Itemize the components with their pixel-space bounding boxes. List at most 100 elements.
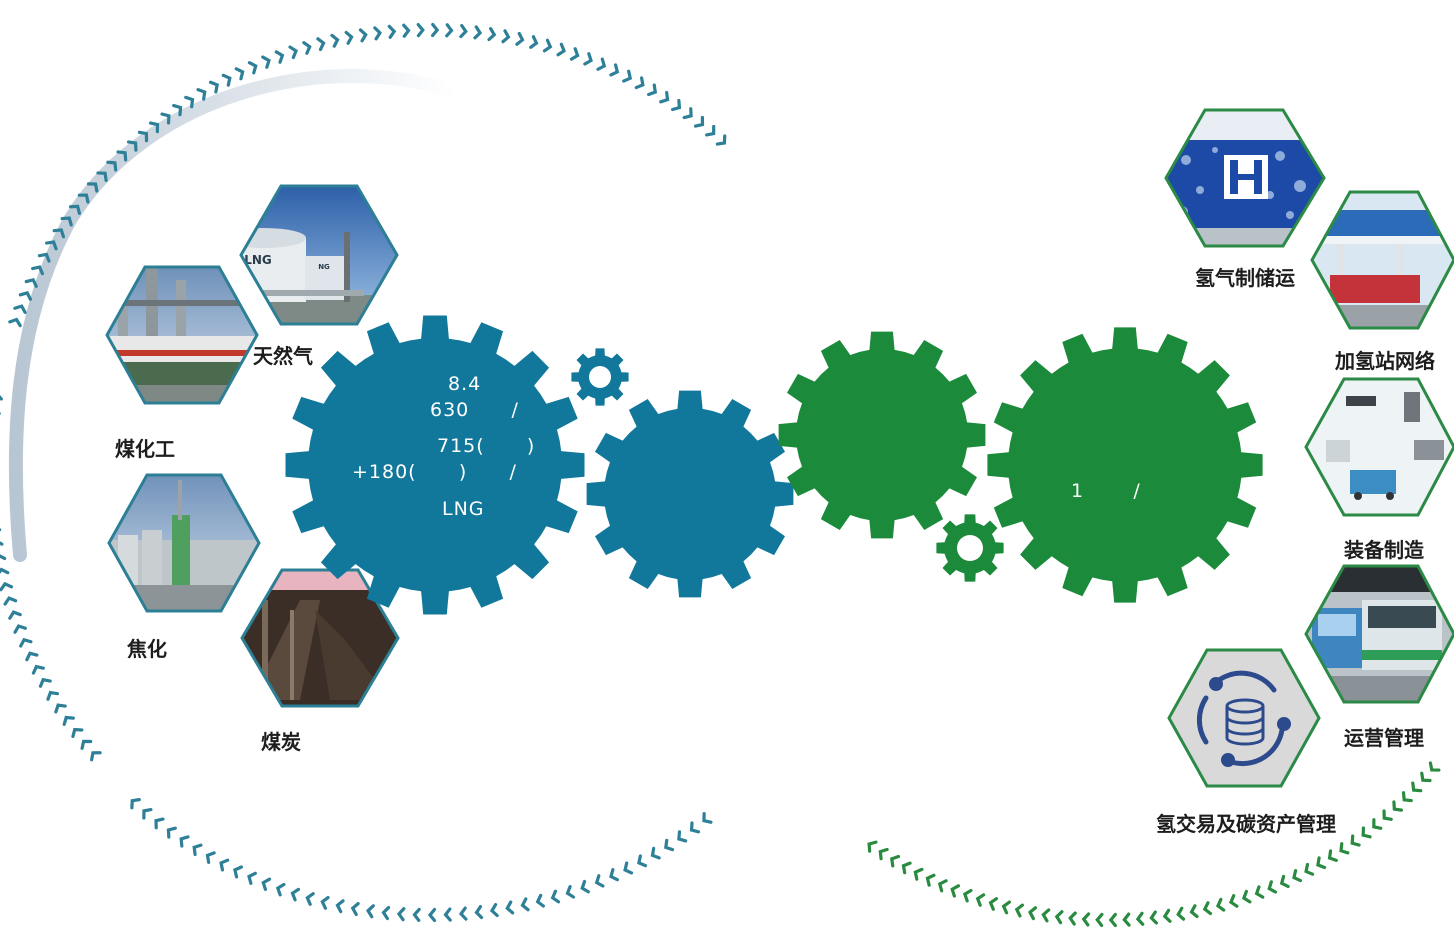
- chevron-arrow-icon: [3, 596, 18, 606]
- chevron-arrow-icon: [358, 28, 368, 43]
- chevron-arrow-icon: [988, 897, 999, 911]
- chevron-arrow-icon: [671, 98, 682, 112]
- chevron-arrow-icon: [62, 715, 75, 726]
- blue-gear-small-icon: [571, 348, 629, 406]
- blue-gear-text-line5: LNG: [442, 498, 485, 520]
- chevron-arrow-icon: [1327, 849, 1338, 862]
- chevron-arrow-icon: [650, 846, 661, 860]
- chevron-arrow-icon: [520, 897, 530, 912]
- chevron-arrow-icon: [1411, 781, 1423, 793]
- chevron-arrow-icon: [31, 265, 45, 276]
- chevron-arrow-icon: [0, 541, 4, 546]
- chevron-arrow-icon: [316, 37, 326, 52]
- chevron-arrow-icon: [664, 838, 675, 852]
- chevron-arrow-icon: [137, 130, 149, 143]
- chevron-arrow-icon: [1001, 900, 1011, 915]
- chevron-arrow-icon: [1014, 903, 1024, 918]
- chevron-arrow-icon: [274, 50, 285, 64]
- label-trading: 氢交易及碳资产管理: [1156, 812, 1336, 836]
- hex-coking-photo: [107, 473, 261, 613]
- chevron-arrow-icon: [335, 899, 345, 914]
- chevron-arrow-icon: [962, 888, 973, 903]
- chevron-arrow-icon: [1254, 885, 1265, 899]
- label-operations: 运营管理: [1344, 726, 1424, 750]
- chevron-arrow-icon: [71, 727, 84, 739]
- chevron-arrow-icon: [705, 124, 716, 137]
- chevron-arrow-icon: [305, 892, 315, 906]
- label-coking: 焦化: [127, 637, 167, 661]
- chevron-arrow-icon: [18, 291, 33, 301]
- chevron-arrow-icon: [46, 690, 60, 701]
- chevron-arrow-icon: [290, 887, 301, 902]
- chevron-arrow-icon: [975, 893, 986, 907]
- chevron-arrow-icon: [52, 228, 66, 239]
- lng-tank-text: LNG: [244, 253, 272, 267]
- chevron-arrow-icon: [659, 90, 670, 104]
- chevron-arrow-icon: [126, 140, 138, 152]
- chevron-arrow-icon: [247, 61, 258, 75]
- chevron-arrow-icon: [387, 24, 397, 39]
- chevron-arrow-icon: [396, 907, 406, 922]
- green-gear-large: [987, 327, 1263, 603]
- chevron-arrow-icon: [25, 651, 39, 662]
- chevron-arrow-icon: [702, 811, 713, 824]
- chevron-arrow-icon: [19, 637, 33, 648]
- chevron-arrow-icon: [913, 867, 924, 881]
- label-hydrogen-production: 氢气制储运: [1195, 266, 1295, 290]
- chevron-arrow-icon: [1041, 908, 1051, 923]
- chevron-arrow-icon: [890, 854, 901, 868]
- chevron-arrow-icon: [142, 807, 153, 820]
- chevron-arrow-icon: [596, 57, 607, 71]
- chevron-arrow-icon: [1108, 912, 1117, 928]
- blue-gear-large: [285, 315, 585, 615]
- chevron-arrow-icon: [320, 895, 330, 910]
- chevron-arrow-icon: [474, 905, 484, 920]
- hex-operations-photo: [1304, 564, 1454, 704]
- label-equipment: 装备制造: [1344, 538, 1424, 562]
- chevron-arrow-icon: [867, 840, 878, 853]
- label-natural-gas: 天然气: [253, 344, 313, 368]
- chevron-arrow-icon: [148, 121, 160, 134]
- chevron-arrow-icon: [594, 874, 605, 888]
- hex-coal-chemical-photo: [105, 265, 259, 405]
- svg-text:NG: NG: [318, 263, 330, 271]
- chevron-arrow-icon: [1202, 901, 1213, 916]
- chevron-arrow-icon: [38, 677, 52, 688]
- chevron-arrow-icon: [416, 23, 425, 38]
- chevron-arrow-icon: [160, 112, 171, 125]
- chevron-arrow-icon: [535, 893, 545, 908]
- chevron-arrow-icon: [556, 42, 566, 57]
- chevron-arrow-icon: [689, 821, 701, 834]
- chevron-arrow-icon: [0, 567, 10, 575]
- green-gear-medium: [778, 331, 986, 539]
- chevron-arrow-icon: [233, 865, 243, 879]
- label-coal-chemical: 煤化工: [115, 437, 175, 461]
- chevron-arrow-icon: [402, 23, 411, 38]
- chevron-arrow-icon: [1215, 897, 1226, 912]
- chevron-arrow-icon: [609, 63, 620, 77]
- chevron-arrow-icon: [677, 830, 688, 843]
- chevron-arrow-icon: [24, 278, 38, 288]
- chevron-arrow-icon: [234, 67, 245, 81]
- chevron-arrow-icon: [458, 906, 468, 921]
- chevron-arrow-icon: [937, 879, 948, 893]
- chevron-arrow-icon: [501, 29, 511, 44]
- chevron-arrow-icon: [261, 55, 271, 69]
- chevron-arrow-icon: [623, 861, 634, 875]
- chevron-arrow-icon: [609, 868, 619, 882]
- chevron-arrow-icon: [96, 171, 108, 182]
- chevron-arrow-icon: [344, 30, 354, 45]
- chevron-arrow-icon: [192, 843, 203, 857]
- chevron-arrow-icon: [196, 88, 207, 101]
- chevron-arrow-icon: [373, 26, 382, 41]
- hex-natural-gas-photo: LNG NG: [239, 184, 399, 326]
- chevron-arrow-icon: [184, 95, 195, 109]
- chevron-arrow-icon: [366, 904, 375, 919]
- chevron-arrow-icon: [80, 739, 93, 750]
- chevron-arrow-icon: [622, 69, 633, 83]
- chevron-arrow-icon: [1122, 912, 1131, 927]
- chevron-arrow-icon: [515, 31, 525, 46]
- chevron-arrow-icon: [1382, 809, 1393, 821]
- chevron-arrow-icon: [8, 610, 22, 620]
